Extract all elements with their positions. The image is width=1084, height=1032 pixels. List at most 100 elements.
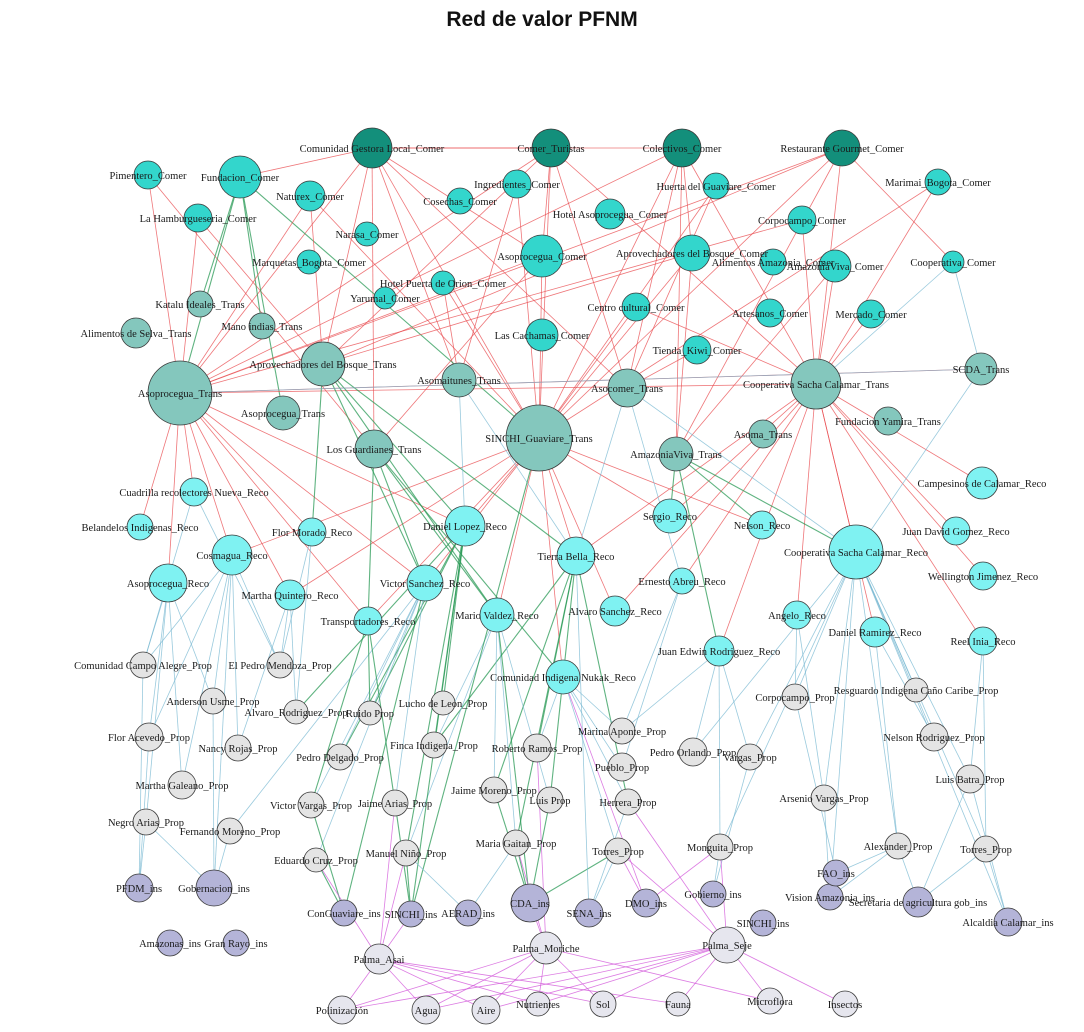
node-angelo_reco[interactable] [782, 600, 812, 630]
node-palma_asai[interactable] [363, 943, 395, 975]
node-campesinos_calamar[interactable] [965, 466, 999, 500]
node-flor_morado_reco[interactable] [297, 517, 327, 547]
node-finca_prop[interactable] [420, 731, 448, 759]
node-cuadrilla_reco[interactable] [179, 477, 209, 507]
node-nelson_rodriguez[interactable] [919, 722, 949, 752]
node-jaime_arias[interactable] [381, 789, 409, 817]
node-alexander_prop[interactable] [884, 832, 912, 860]
node-el_pedro_prop[interactable] [266, 651, 294, 679]
node-comun_local_comer[interactable] [351, 127, 393, 169]
node-pueblo_prop[interactable] [607, 752, 637, 782]
node-tienda_comer[interactable] [682, 335, 712, 365]
node-guaviare_trans[interactable] [505, 404, 573, 472]
node-reel_inia[interactable] [968, 626, 998, 656]
node-torres_prop2[interactable] [972, 835, 1000, 863]
node-scda_trans[interactable] [964, 352, 998, 386]
node-asoprocegua_reco[interactable] [148, 563, 188, 603]
node-marqueta_comer[interactable] [296, 249, 322, 275]
node-insectos[interactable] [831, 990, 859, 1018]
node-manuel_nino[interactable] [392, 839, 420, 867]
node-secretaria_ins[interactable] [902, 886, 934, 918]
node-sinchi_ins[interactable] [397, 900, 425, 928]
node-yamira_trans[interactable] [873, 406, 903, 436]
node-artesanos_comer[interactable] [755, 298, 785, 328]
node-sol[interactable] [589, 990, 617, 1018]
node-polinizacion[interactable] [327, 995, 357, 1025]
node-fernando_moreno[interactable] [216, 817, 244, 845]
node-gobernacion_ins[interactable] [195, 869, 233, 907]
node-trasportadores_reco[interactable] [353, 606, 383, 636]
node-amazonia_viva_trans[interactable] [658, 436, 694, 472]
node-juan_david[interactable] [941, 516, 971, 546]
node-jaime_moreno[interactable] [480, 776, 508, 804]
node-aerad_ins[interactable] [454, 899, 482, 927]
node-anderson_prop[interactable] [199, 687, 227, 715]
node-marimai_comer[interactable] [924, 168, 952, 196]
node-conguaviare_ins[interactable] [330, 899, 358, 927]
node-katalu_trans[interactable] [186, 290, 214, 318]
node-ruido_prop[interactable] [357, 700, 383, 726]
node-comunidad_campo[interactable] [129, 651, 157, 679]
node-belandelos_reco[interactable] [126, 513, 154, 541]
node-agua[interactable] [411, 995, 441, 1025]
node-pedro_prop[interactable] [326, 743, 354, 771]
node-los_guardianes[interactable] [354, 429, 394, 469]
node-monguita_prop[interactable] [706, 833, 734, 861]
node-luis_prop[interactable] [536, 786, 564, 814]
node-fauna[interactable] [665, 991, 691, 1017]
node-palma_moriche[interactable] [529, 931, 563, 965]
node-yarumal_comer[interactable] [373, 286, 397, 310]
node-asomaitunes_trans[interactable] [441, 362, 477, 398]
node-lucho_prop[interactable] [430, 690, 456, 716]
node-flor_acevedo[interactable] [134, 722, 164, 752]
node-ingredientes_comer[interactable] [502, 169, 532, 199]
node-gobierno_ins[interactable] [699, 880, 727, 908]
node-huerta_guaviare[interactable] [702, 172, 730, 200]
node-martha_reco[interactable] [274, 579, 306, 611]
node-eduardo_cruz[interactable] [303, 847, 329, 873]
node-naturex_comer[interactable] [294, 180, 326, 212]
node-gran_rayo[interactable] [222, 929, 250, 957]
node-aosocomer_trans[interactable] [607, 368, 647, 408]
node-sacha_reco[interactable] [828, 524, 884, 580]
node-alvaro_prop[interactable] [283, 699, 309, 725]
node-pedro_orlando[interactable] [678, 737, 708, 767]
node-ernesto_abreu[interactable] [668, 567, 696, 595]
node-restaurante_gourmet[interactable] [823, 129, 861, 167]
node-fao_ins[interactable] [822, 859, 850, 887]
node-narasa_comer[interactable] [354, 221, 380, 247]
node-hotel_asoprocegua[interactable] [594, 198, 626, 230]
node-negro_arias[interactable] [132, 808, 160, 836]
node-pfdm_ins[interactable] [124, 873, 154, 903]
node-pimentero_comer[interactable] [133, 160, 163, 190]
node-asoprocegua_trans2[interactable] [265, 395, 301, 431]
node-sena_ins[interactable] [574, 898, 604, 928]
node-vargas_prop[interactable] [736, 743, 764, 771]
node-mario_valdez[interactable] [479, 597, 515, 633]
node-mercado_comer[interactable] [856, 299, 886, 329]
node-victor_vargas[interactable] [297, 791, 325, 819]
node-asoma_trans[interactable] [748, 419, 778, 449]
node-marina_prop[interactable] [608, 717, 636, 745]
node-alcaldia_ins[interactable] [993, 907, 1023, 937]
node-palma_seje[interactable] [708, 926, 746, 964]
node-daniel_ramirez[interactable] [859, 616, 891, 648]
node-sergio_reco[interactable] [652, 498, 688, 534]
node-corpocampo_comer[interactable] [787, 205, 817, 235]
node-fundacion_comer[interactable] [218, 155, 262, 199]
node-las_cachamas[interactable] [525, 318, 559, 352]
node-asoprocegua_comer[interactable] [520, 234, 564, 278]
node-dmo_ins[interactable] [631, 888, 661, 918]
node-daniel_lopez[interactable] [444, 505, 486, 547]
node-luis_batra[interactable] [955, 764, 985, 794]
node-cosmagua_reco[interactable] [211, 534, 253, 576]
node-aprovechadores_trans[interactable] [300, 341, 346, 387]
node-amazonia_viva_comer[interactable] [818, 249, 852, 283]
node-hotel_puerta[interactable] [430, 270, 456, 296]
node-asoprocegua_trans[interactable] [147, 360, 213, 426]
node-sacha_trans[interactable] [790, 358, 842, 410]
node-mano_indias_trans[interactable] [248, 312, 276, 340]
node-nelson_reco[interactable] [747, 510, 777, 540]
node-torres_prop[interactable] [604, 837, 632, 865]
node-cosechas_comer[interactable] [446, 187, 474, 215]
